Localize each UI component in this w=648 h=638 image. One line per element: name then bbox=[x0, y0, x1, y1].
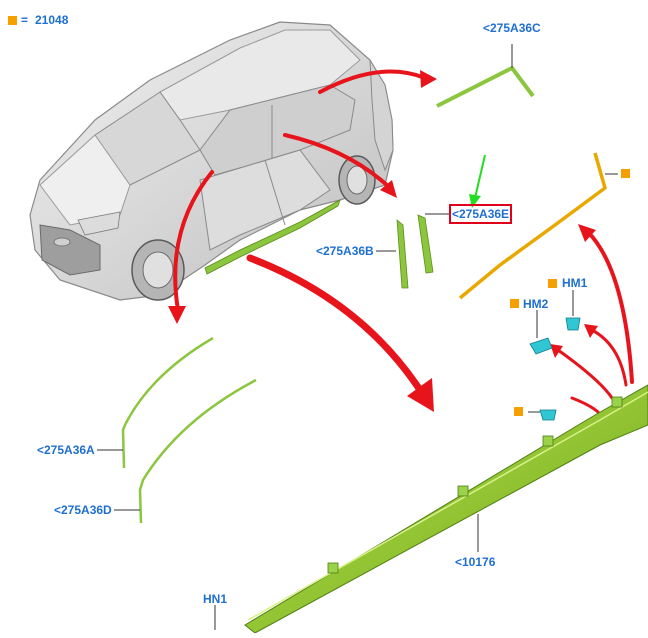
orange-square-icon bbox=[8, 16, 17, 25]
callout-hm1[interactable]: HM1 bbox=[562, 276, 588, 290]
callout-275a36e[interactable]: <275A36E bbox=[448, 204, 513, 224]
callout-275a36d[interactable]: <275A36D bbox=[54, 503, 112, 517]
part-275a36a bbox=[97, 336, 214, 469]
orange-square-icon bbox=[548, 279, 557, 288]
part-10176-sill bbox=[244, 384, 648, 634]
part-orange-strip bbox=[458, 152, 618, 300]
callout-275a36b[interactable]: <275A36B bbox=[316, 244, 374, 258]
callout-275a36a[interactable]: <275A36A bbox=[37, 443, 95, 457]
orange-square-icon bbox=[621, 169, 630, 178]
legend-equals: = bbox=[21, 13, 29, 27]
part-275a36b bbox=[376, 213, 450, 289]
callout-hm2[interactable]: HM2 bbox=[523, 297, 549, 311]
car-illustration bbox=[29, 21, 394, 301]
part-275a36d bbox=[114, 378, 257, 524]
part-275a36c bbox=[436, 44, 535, 108]
green-arrow-icon bbox=[469, 154, 486, 208]
push-pin-clip-icon bbox=[214, 290, 581, 630]
red-arrowheads bbox=[168, 70, 598, 412]
callout-10176[interactable]: <10176 bbox=[455, 555, 496, 569]
orange-square-icon bbox=[510, 299, 519, 308]
callout-hn1[interactable]: HN1 bbox=[203, 592, 228, 606]
callout-275a36c[interactable]: <275A36C bbox=[483, 21, 541, 35]
legend-code: 21048 bbox=[35, 13, 69, 27]
orange-square-icon bbox=[514, 407, 523, 416]
red-curved-arrows bbox=[173, 69, 634, 414]
